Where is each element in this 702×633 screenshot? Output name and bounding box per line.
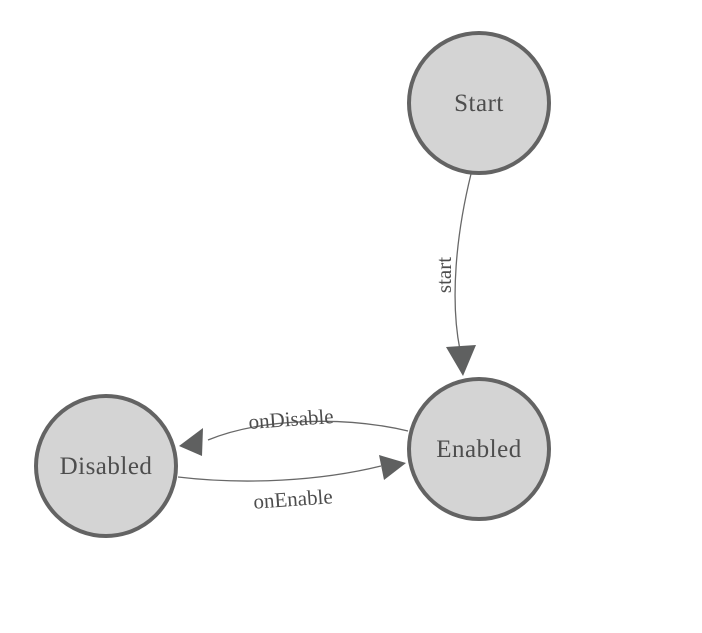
arrowhead-enabled-to-disabled-icon [179,428,203,456]
arrowhead-start-to-enabled-icon [446,345,476,376]
arrowhead-disabled-to-enabled-icon [379,455,406,480]
state-node-enabled[interactable]: Enabled [407,377,551,521]
state-node-start-circle[interactable] [407,31,551,175]
edge-label-ondisable: onDisable [248,404,335,434]
state-node-label-enabled: Enabled [436,436,521,463]
state-node-enabled-circle[interactable] [407,377,551,521]
edge-start-to-enabled [454,173,472,351]
edge-enabled-to-disabled [207,420,409,441]
state-node-disabled-circle[interactable] [34,394,178,538]
edge-disabled-to-enabled [177,465,382,482]
state-node-label-disabled: Disabled [60,453,153,480]
edge-label-onenable: onEnable [253,484,334,513]
edge-label-start: start [432,257,456,293]
state-node-disabled[interactable]: Disabled [34,394,178,538]
state-node-start[interactable]: Start [407,31,551,175]
state-node-label-start: Start [454,90,504,117]
